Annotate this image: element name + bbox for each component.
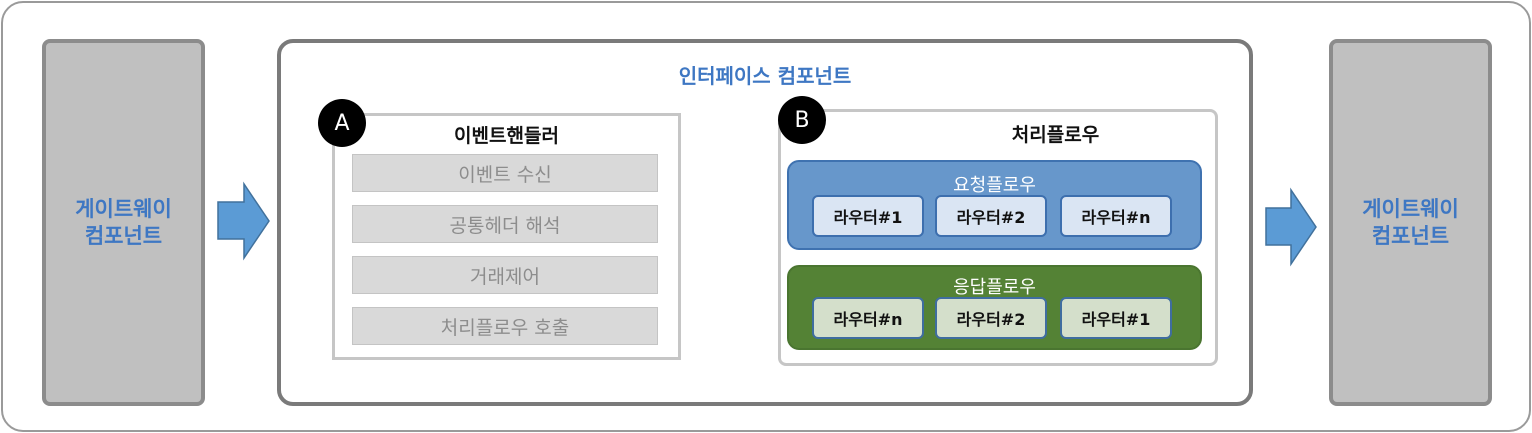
step-common-header-parse: 공통헤더 해석 (352, 205, 658, 243)
interface-component-title: 인터페이스 컴포넌트 (678, 64, 852, 88)
gateway-left-label: 게이트웨이 컴포넌트 (75, 196, 172, 248)
response-router-1: 라우터#n (812, 297, 924, 339)
request-router-3: 라우터#n (1060, 195, 1172, 237)
badge-a: A (318, 99, 366, 147)
request-flow-label: 요청플로우 (953, 175, 1036, 196)
step-event-receive: 이벤트 수신 (352, 154, 658, 192)
badge-b: B (778, 96, 826, 144)
process-flow-title: 처리플로우 (1011, 124, 1100, 146)
request-router-1: 라우터#1 (812, 195, 924, 237)
gateway-right-label: 게이트웨이 컴포넌트 (1362, 196, 1459, 248)
event-handler-title: 이벤트핸들러 (454, 125, 559, 147)
gateway-component-right: 게이트웨이 컴포넌트 (1329, 39, 1492, 406)
response-flow-label: 응답플로우 (953, 277, 1036, 298)
gateway-component-left: 게이트웨이 컴포넌트 (42, 39, 205, 406)
response-router-3: 라우터#1 (1060, 297, 1172, 339)
request-router-2: 라우터#2 (935, 195, 1047, 237)
step-transaction-control: 거래제어 (352, 256, 658, 294)
response-router-2: 라우터#2 (935, 297, 1047, 339)
step-process-flow-call: 처리플로우 호출 (352, 307, 658, 345)
